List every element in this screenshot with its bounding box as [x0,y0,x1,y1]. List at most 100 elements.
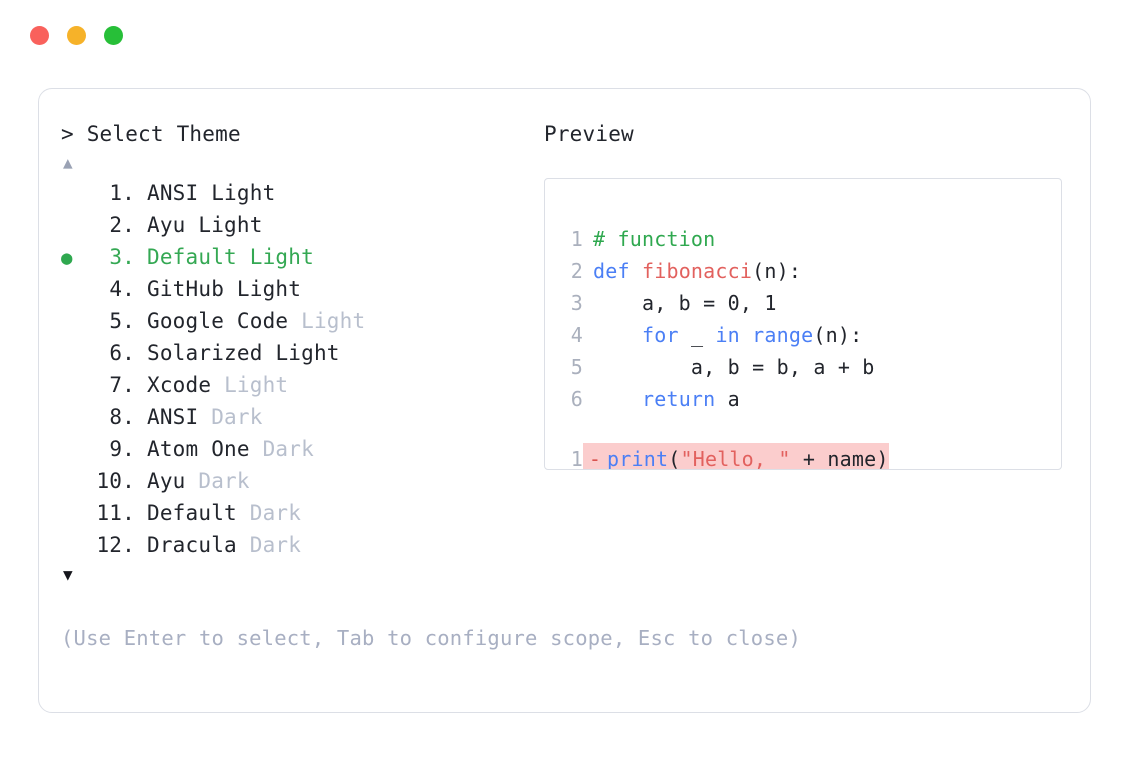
scroll-up-icon[interactable]: ▲ [63,153,73,172]
maximize-window-button[interactable] [104,25,123,45]
theme-item-number: 5. [109,309,135,333]
code-token: a [715,387,740,411]
theme-item-name: Atom One Dark [147,437,314,461]
theme-item-name: Default Dark [147,501,302,525]
theme-item-variant: Dark [198,469,250,493]
theme-item-variant: Dark [249,501,302,525]
code-token: fibonacci [641,259,753,283]
code-line-text: def fibonacci(n): [583,255,801,287]
selector-prompt: > Select Theme [61,119,531,149]
theme-item-name: Default Light [147,245,314,269]
code-line-text: a, b = b, a + b [583,351,875,383]
theme-item-number: 3. [109,245,135,269]
theme-list-item[interactable]: 1. ANSI Light [61,177,531,209]
code-line-text: a, b = 0, 1 [583,287,777,319]
theme-item-variant: Light [249,245,314,269]
diff-marker: - [588,447,602,470]
theme-item-variant: Light [198,213,263,237]
code-token: print [607,447,669,470]
scroll-down-icon[interactable]: ▼ [63,565,73,584]
theme-list-item[interactable]: 2. Ayu Light [61,209,531,241]
preview-label: Preview [544,122,634,146]
minimize-window-button[interactable] [67,25,86,45]
code-token: for [641,323,679,347]
code-line: 5 a, b = b, a + b [561,351,1061,383]
code-token: ( [668,447,681,470]
line-number: 3 [570,291,583,315]
theme-item-name: Ayu Dark [147,469,250,493]
theme-item-variant: Dark [249,533,302,557]
code-token: (n): [813,323,863,347]
theme-item-variant: Light [275,341,340,365]
theme-item-variant: Dark [211,405,263,429]
theme-item-name: ANSI Light [147,181,276,205]
line-number: 5 [570,355,583,379]
keyboard-hint: (Use Enter to select, Tab to configure s… [61,626,801,650]
code-token: a, b = b, a + b [593,355,875,379]
line-number: 1 [570,447,583,470]
theme-item-name: Dracula Dark [147,533,302,557]
theme-list-item[interactable]: 10. Ayu Dark [61,465,531,497]
code-token: _ [678,323,716,347]
code-line: 3 a, b = 0, 1 [561,287,1061,319]
close-window-button[interactable] [30,25,49,45]
diff-lines: 1-print("Hello, " + name)1+print(f"Hello… [561,443,1061,470]
code-token [593,323,642,347]
theme-list-item[interactable]: 8. ANSI Dark [61,401,531,433]
line-number: 2 [570,259,583,283]
theme-list-item[interactable]: 11. Default Dark [61,497,531,529]
theme-item-variant: Light [224,373,289,397]
theme-item-name: Ayu Light [147,213,263,237]
theme-item-number: 1. [109,181,135,205]
code-token: return [641,387,716,411]
code-token [593,387,642,411]
theme-selector-panel: > Select Theme ▲ 1. ANSI Light 2. Ayu Light… [61,119,531,589]
code-token: in range [715,323,814,347]
code-line: 1 # function [561,223,1061,255]
window-titlebar [0,0,1129,70]
theme-item-name: Solarized Light [147,341,340,365]
page-title: Select Theme [86,122,241,146]
code-token: a, b = 0, 1 [593,291,777,315]
theme-list-item[interactable]: ●3.Default Light [61,241,531,273]
theme-list-item[interactable]: 12.Dracula Dark [61,529,531,561]
theme-item-number: 8. [109,405,135,429]
theme-item-number: 7. [109,373,135,397]
theme-item-variant: Light [211,181,276,205]
theme-item-number: 11. [96,501,135,525]
diff-removed-line: -print("Hello, " + name) [583,443,889,470]
theme-list-item[interactable]: 7. Xcode Light [61,369,531,401]
line-number: 4 [570,323,583,347]
theme-item-number: 10. [96,469,135,493]
theme-item-number: 2. [109,213,135,237]
line-number: 6 [570,387,583,411]
code-line-text: # function [583,223,715,255]
theme-list-item[interactable]: 6. Solarized Light [61,337,531,369]
theme-item-number: 6. [109,341,135,365]
code-line-text: for _ in range(n): [583,319,862,351]
theme-item-name: GitHub Light [147,277,302,301]
prompt-symbol: > [61,122,74,146]
code-token: "Hello, " [680,447,791,470]
code-token: # function [593,227,716,251]
theme-item-name: Xcode Light [147,373,289,397]
theme-list-item[interactable]: 5. Google Code Light [61,305,531,337]
theme-list-item[interactable]: 4.GitHub Light [61,273,531,305]
line-number: 1 [570,227,583,251]
theme-list-item[interactable]: 9.Atom One Dark [61,433,531,465]
theme-selector-card: > Select Theme ▲ 1. ANSI Light 2. Ayu Light… [38,88,1091,713]
theme-item-name: Google Code Light [147,309,366,333]
code-line-text: print("Hello, " + name) [607,443,889,470]
code-token: def [593,259,642,283]
code-token: (n): [752,259,802,283]
theme-item-variant: Light [236,277,302,301]
code-line: 4 for _ in range(n): [561,319,1061,351]
theme-item-name: ANSI Dark [147,405,263,429]
theme-item-variant: Dark [262,437,314,461]
